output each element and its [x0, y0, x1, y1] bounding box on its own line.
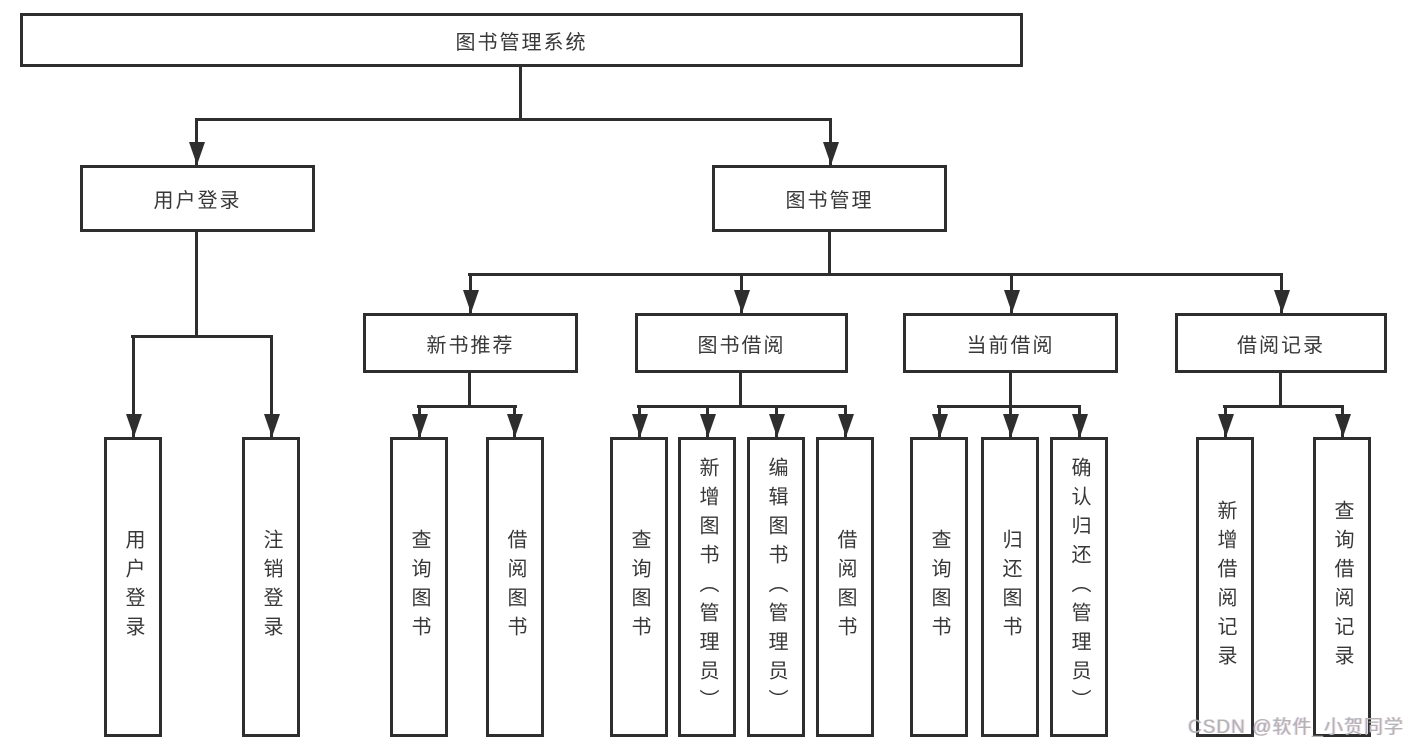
connector-arrow-to-current-borrow — [1010, 273, 1013, 313]
connector-arrow-to-new-book-recommend — [469, 273, 472, 313]
node-new-book-recommend: 新书推荐 — [363, 313, 578, 373]
connector-arrow-cb-confirm — [1078, 405, 1081, 437]
connector-bar-user-login — [131, 335, 273, 338]
node-book-management: 图书管理 — [712, 165, 947, 232]
connector-arrow-to-book-borrow — [740, 273, 743, 313]
connector-arrow-to-book-management — [829, 118, 832, 165]
leaf-edit-books-admin-label: 编辑图书（管理员） — [765, 456, 787, 718]
leaf-query-borrow-record: 查询借阅记录 — [1313, 437, 1371, 737]
connector-arrow-to-user-login — [195, 118, 198, 165]
leaf-query-books-current: 查询图书 — [910, 437, 968, 737]
connector-arrow-bb-borrow — [844, 405, 847, 437]
connector-stem-root — [519, 67, 522, 121]
connector-arrow-nb-query — [418, 405, 421, 437]
leaf-borrow-books-recommend-label: 借阅图书 — [504, 529, 526, 645]
leaf-add-books-admin: 新增图书（管理员） — [678, 437, 736, 737]
leaf-add-borrow-record: 新增借阅记录 — [1196, 437, 1254, 737]
connector-arrow-to-borrow-records — [1280, 273, 1283, 313]
connector-arrow-bb-query — [638, 405, 641, 437]
connector-arrow-bb-edit — [775, 405, 778, 437]
leaf-logout-label: 注销登录 — [260, 529, 282, 645]
connector-bar-book-borrow — [637, 405, 847, 408]
leaf-borrow-books: 借阅图书 — [816, 437, 874, 737]
connector-bar-root — [195, 118, 832, 121]
connector-bar-new-book-recommend — [417, 405, 517, 408]
connector-stem-current-borrow — [1009, 373, 1012, 408]
connector-arrow-br-query — [1341, 405, 1344, 437]
leaf-query-books-current-label: 查询图书 — [928, 529, 950, 645]
node-user-login: 用户登录 — [80, 165, 315, 232]
connector-arrow-cb-return — [1009, 405, 1012, 437]
leaf-add-books-admin-label: 新增图书（管理员） — [696, 456, 718, 718]
leaf-confirm-return-admin: 确认归还（管理员） — [1050, 437, 1108, 737]
connector-bar-book-management — [468, 273, 1282, 276]
connector-arrow-br-add — [1224, 405, 1227, 437]
root-node-library-management-system: 图书管理系统 — [20, 13, 1023, 67]
leaf-query-borrow-record-label: 查询借阅记录 — [1331, 500, 1353, 674]
leaf-query-books-recommend: 查询图书 — [390, 437, 448, 737]
connector-stem-book-borrow — [739, 373, 742, 408]
leaf-query-books-borrow: 查询图书 — [610, 437, 668, 737]
connector-stem-user-login — [195, 232, 198, 338]
node-book-borrow: 图书借阅 — [635, 313, 848, 373]
connector-bar-borrow-records — [1223, 405, 1344, 408]
connector-arrow-to-leaf-logout — [270, 335, 273, 437]
leaf-return-books-label: 归还图书 — [999, 529, 1021, 645]
connector-stem-borrow-records — [1279, 373, 1282, 408]
leaf-user-login-label: 用户登录 — [122, 529, 144, 645]
connector-arrow-nb-borrow — [513, 405, 516, 437]
leaf-confirm-return-admin-label: 确认归还（管理员） — [1068, 456, 1090, 718]
csdn-watermark: CSDN @软件_小贺同学 — [1188, 717, 1404, 738]
connector-stem-book-management — [828, 232, 831, 276]
node-borrow-records: 借阅记录 — [1175, 313, 1387, 373]
leaf-add-borrow-record-label: 新增借阅记录 — [1214, 500, 1236, 674]
leaf-borrow-books-label: 借阅图书 — [834, 529, 856, 645]
leaf-user-login: 用户登录 — [104, 437, 162, 737]
connector-arrow-to-leaf-user-login — [132, 335, 135, 437]
leaf-return-books: 归还图书 — [981, 437, 1039, 737]
connector-arrow-cb-query — [938, 405, 941, 437]
connector-stem-new-book-recommend — [468, 373, 471, 408]
leaf-query-books-borrow-label: 查询图书 — [628, 529, 650, 645]
connector-arrow-bb-add — [706, 405, 709, 437]
leaf-borrow-books-recommend: 借阅图书 — [486, 437, 544, 737]
node-current-borrow: 当前借阅 — [903, 313, 1118, 373]
leaf-logout: 注销登录 — [242, 437, 300, 737]
leaf-edit-books-admin: 编辑图书（管理员） — [747, 437, 805, 737]
leaf-query-books-recommend-label: 查询图书 — [408, 529, 430, 645]
